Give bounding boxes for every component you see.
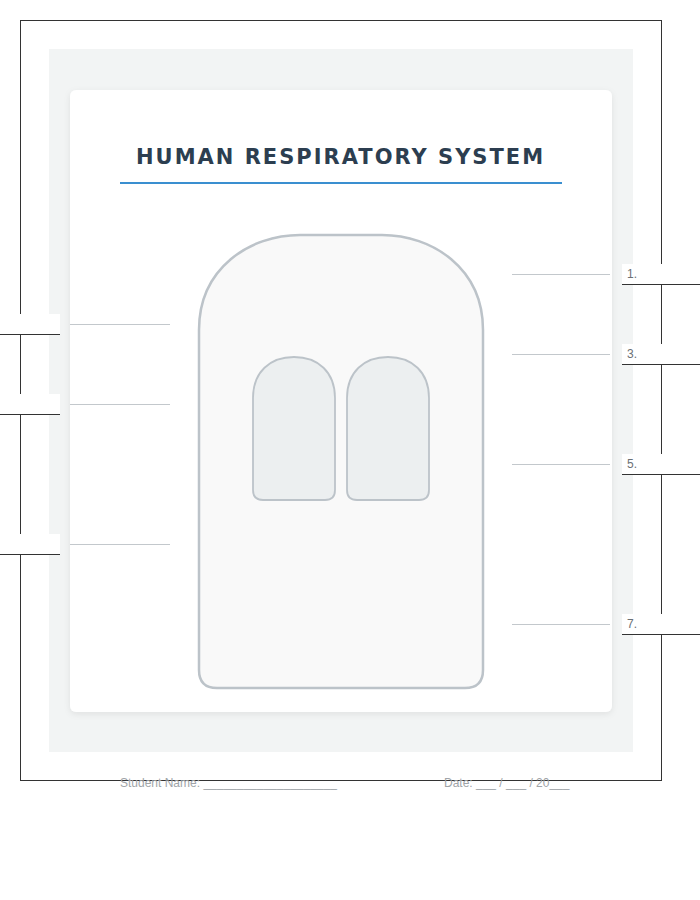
worksheet-title: HUMAN RESPIRATORY SYSTEM [136, 145, 545, 169]
callout-number: 1. [624, 266, 640, 282]
student-name-field: Student Name: ____________________ [120, 776, 337, 790]
bracket-lines [0, 284, 700, 780]
callout-number: 3. [624, 346, 640, 362]
callout-number: 5. [624, 456, 640, 472]
right-lung [347, 357, 429, 500]
outer-border [21, 21, 662, 781]
grey-panel [49, 49, 633, 752]
torso-outline [199, 235, 483, 688]
white-card [70, 90, 612, 712]
date-field: Date: ___ / ___ / 20___ [444, 776, 569, 790]
title-underline [120, 182, 562, 184]
leader-lines [70, 275, 610, 625]
left-lung [253, 357, 335, 500]
label-patches [0, 264, 700, 634]
callout-number: 7. [624, 616, 640, 632]
